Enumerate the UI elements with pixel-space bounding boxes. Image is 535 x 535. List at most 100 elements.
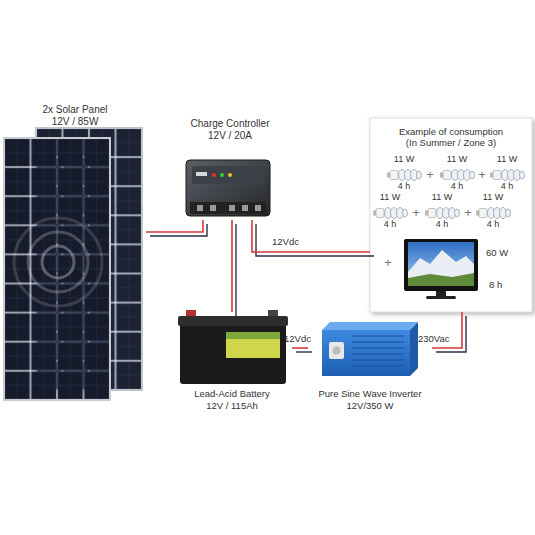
terminal [242, 205, 248, 211]
controller-body [186, 160, 270, 216]
status-led [220, 173, 224, 177]
bulb-item: 11 W 4 h [386, 154, 422, 192]
tv-screen [408, 242, 474, 286]
cfl-bulb [476, 208, 511, 219]
inverter-top [322, 322, 418, 330]
inverter-front [322, 330, 410, 376]
bulb-spec: 4 h [475, 219, 511, 230]
component-label: 12V/350 W [308, 400, 432, 411]
battery-sticker-band [226, 332, 280, 339]
watermark-ring [28, 232, 88, 292]
wire-pair [432, 312, 466, 352]
wire-pair [146, 220, 207, 236]
wire-voltage-label: 230Vac [418, 333, 450, 344]
cfl-bulb [387, 170, 422, 181]
status-led [212, 173, 216, 177]
controller-panel [192, 166, 264, 184]
bulb-spec: 4 h [372, 219, 408, 230]
cfl-bulb [490, 170, 525, 181]
tv-spec: 8 h [489, 279, 525, 290]
wire-voltage-label: 12Vdc [272, 236, 299, 247]
positive-wire [252, 220, 370, 252]
cfl-bulb [440, 170, 475, 181]
cfl-bulb [425, 208, 460, 219]
positive-wire [292, 347, 308, 349]
bulb-spec: 4 h [439, 181, 475, 192]
tv-spec: 60 W [486, 247, 526, 258]
plus-sign: + [477, 167, 487, 183]
front-panel [4, 138, 110, 400]
negative-wire [296, 351, 312, 352]
bulb-spec: 11 W [489, 154, 525, 165]
positive-wire [231, 220, 233, 312]
bulb-spec: 4 h [386, 181, 422, 192]
panel-title: Example of consumption (In Summer / Zone… [393, 126, 509, 149]
bulb-item: 11 W 4 h [475, 192, 511, 230]
charge-controller: Charge Controller12V / 20A [182, 116, 278, 220]
plus-sign: + [463, 205, 473, 221]
status-led [228, 173, 232, 177]
tv-grass [408, 273, 474, 286]
ac-socket [329, 342, 344, 359]
controller-logo [196, 172, 207, 176]
wire-voltage-label: 12Vdc [284, 333, 311, 344]
bulb-spec: 4 h [489, 181, 525, 192]
tv-neck [436, 291, 446, 296]
component-label: 12V / 20A [182, 130, 278, 142]
bulb-item: 11 W 4 h [424, 192, 460, 230]
bulb-spec: 11 W [372, 192, 408, 203]
battery-device [178, 310, 288, 384]
terminal [229, 205, 235, 211]
solar-panels [4, 128, 142, 400]
battery-lid [178, 316, 288, 326]
solar-panel: 2x Solar Panel12V / 85W [4, 102, 146, 402]
wire-pair [252, 220, 374, 256]
terminal [197, 205, 203, 211]
cooling-fins [352, 336, 404, 366]
bulbs [373, 170, 525, 219]
component-label: Lead-Acid Battery [172, 388, 292, 399]
inverter-device [322, 322, 418, 376]
negative-wire [235, 224, 236, 316]
bulb-spec: 11 W [439, 154, 475, 165]
bulb-spec: 11 W [424, 192, 460, 203]
consumption-panel: Example of consumption (In Summer / Zone… [370, 118, 532, 312]
tv-base [426, 296, 456, 299]
battery-body [180, 322, 286, 384]
inverter: Pure Sine Wave Inverter12V/350 W [308, 316, 432, 412]
tv-frame [404, 239, 478, 291]
component-label: 12V / 85W [4, 116, 146, 128]
battery: Lead-Acid Battery12V / 115Ah [172, 312, 292, 412]
tv-mountains [408, 250, 474, 286]
plus-sign: + [383, 255, 393, 271]
television-item: 60 W 8 h [400, 236, 528, 304]
bulb-spec: 11 W [475, 192, 511, 203]
terminal [210, 205, 216, 211]
consumption-frame [370, 118, 532, 312]
ac-socket-hole [333, 347, 341, 355]
bulb-item: 11 W 4 h [372, 192, 408, 230]
positive-wire [146, 220, 203, 232]
inverter-side [410, 322, 418, 376]
plus-sign: + [411, 205, 421, 221]
wire-pair [232, 220, 236, 316]
component-label: 2x Solar Panel [4, 104, 146, 116]
charge-controller-device [186, 160, 270, 216]
component-label: Charge Controller [182, 118, 278, 130]
wire-pair [292, 348, 312, 352]
watermark-ring [42, 246, 74, 278]
battery-sticker [226, 332, 280, 358]
plus-sign: + [425, 167, 435, 183]
component-label: Pure Sine Wave Inverter [308, 388, 432, 399]
bulb-spec: 11 W [386, 154, 422, 165]
bulb-spec: 4 h [424, 219, 460, 230]
negative-wire [150, 224, 207, 236]
bulb-item: 11 W 4 h [489, 154, 525, 192]
watermark-ring [14, 218, 102, 306]
component-label: 12V / 115Ah [172, 400, 292, 411]
